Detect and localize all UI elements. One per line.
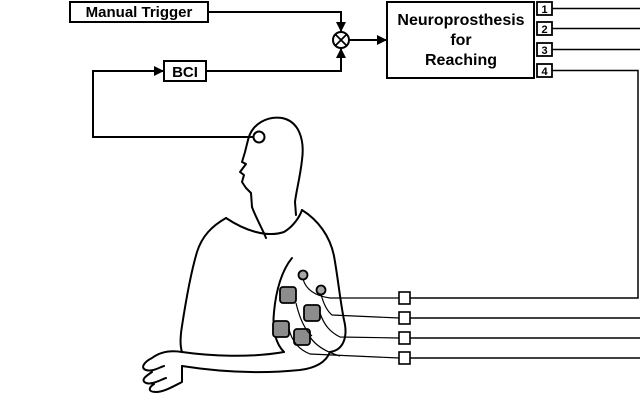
- neuroprosthesis-title-line2: for: [450, 32, 471, 49]
- manual-trigger-label: Manual Trigger: [86, 4, 193, 21]
- electrode-sensor-1: [297, 269, 309, 281]
- channel-label-2: 2: [541, 24, 547, 36]
- person-head: [247, 116, 304, 203]
- person-neck-back: [294, 201, 297, 216]
- person-neck: [251, 206, 267, 239]
- channel-port-4: 4: [536, 63, 553, 78]
- upper-arm-inner: [272, 257, 293, 353]
- bci-block: BCI: [163, 60, 207, 82]
- person-face: [239, 139, 253, 208]
- bci-to-junction-connector: [206, 48, 346, 72]
- channel-port-1: 1: [536, 1, 553, 16]
- electrode-pad-1: [279, 286, 297, 304]
- head-to-bci-connector: [92, 66, 257, 138]
- lead-6: [309, 336, 341, 357]
- connector-box-1: [398, 291, 411, 305]
- lead-4: [288, 328, 400, 359]
- torso-left: [179, 217, 227, 353]
- forearm-bottom: [181, 351, 331, 374]
- channel-port-2: 2: [536, 21, 553, 36]
- neuroprosthesis-title-line1: Neuroprosthesis: [397, 12, 524, 29]
- channel-label-4: 4: [541, 66, 548, 78]
- manual-trigger-connector: [208, 11, 346, 32]
- lead-1: [302, 278, 399, 299]
- lead-3: [319, 312, 400, 339]
- bci-label: BCI: [172, 64, 198, 81]
- person-figure: [142, 116, 347, 393]
- collar: [225, 209, 303, 236]
- torso-right-shoulder: [301, 209, 347, 353]
- forearm-top: [181, 351, 285, 357]
- channel-wire-4: [410, 69, 639, 299]
- electrode-leads: [288, 278, 400, 359]
- channel-label-3: 3: [541, 45, 547, 57]
- electrode-pad-3: [272, 320, 290, 338]
- connector-boxes: [398, 291, 411, 365]
- neuroprosthesis-block: Neuroprosthesis for Reaching: [386, 1, 535, 79]
- manual-trigger-block: Manual Trigger: [69, 1, 209, 23]
- summing-junction: [332, 31, 350, 49]
- connector-box-4: [398, 351, 411, 365]
- lead-5: [295, 302, 313, 337]
- electrode-pad-2: [303, 304, 321, 322]
- arm-electrodes: [272, 269, 327, 346]
- channel-label-1: 1: [541, 4, 547, 16]
- head-eeg-sensor: [252, 130, 266, 144]
- electrode-sensor-2: [315, 284, 327, 296]
- lead-2: [320, 293, 400, 319]
- neuroprosthesis-title-line3: Reaching: [425, 52, 497, 69]
- hand: [142, 350, 183, 393]
- channel-port-3: 3: [536, 42, 553, 57]
- connector-box-2: [398, 311, 411, 325]
- connector-box-3: [398, 331, 411, 345]
- channel-wires: [410, 7, 640, 359]
